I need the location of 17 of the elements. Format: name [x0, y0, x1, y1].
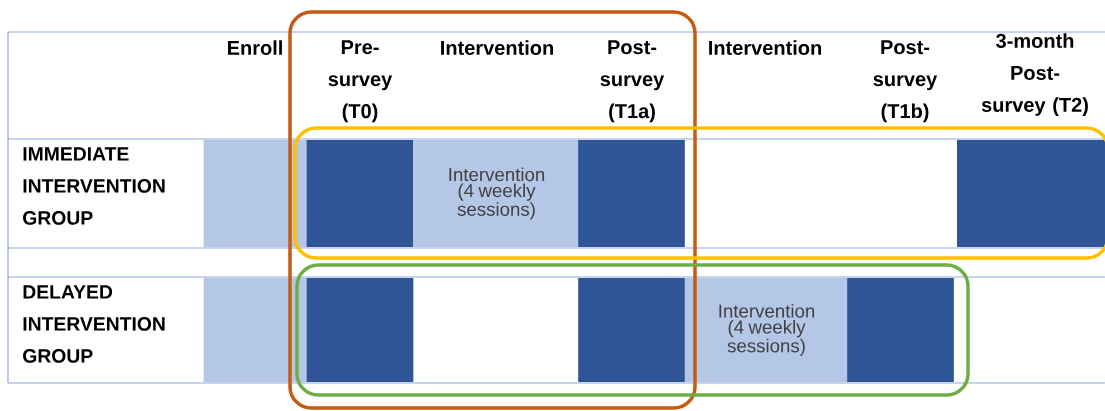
row-header: DELAYED INTERVENTION GROUP	[23, 285, 165, 363]
column-header: 3-month Post-survey (T2)	[981, 33, 1088, 116]
survey-cell	[306, 140, 414, 247]
column-header: Pre-survey (T0)	[328, 40, 393, 123]
intervention-cell: Intervention (4 weekly sessions)	[413, 140, 580, 247]
column-header: Post-survey (T1b)	[873, 40, 938, 123]
survey-cell	[578, 140, 685, 247]
row-header: IMMEDIATE INTERVENTION GROUP	[23, 147, 165, 225]
survey-cell	[306, 278, 414, 382]
column-header: Intervention	[441, 40, 553, 55]
intervention-cell: Intervention (4 weekly sessions)	[685, 278, 848, 382]
survey-cell	[847, 278, 954, 382]
survey-cell	[578, 278, 685, 382]
column-header: Post-survey (T1a)	[600, 40, 665, 123]
column-header: Intervention	[709, 40, 821, 55]
column-header: Enroll	[228, 40, 282, 55]
survey-cell	[957, 140, 1105, 247]
